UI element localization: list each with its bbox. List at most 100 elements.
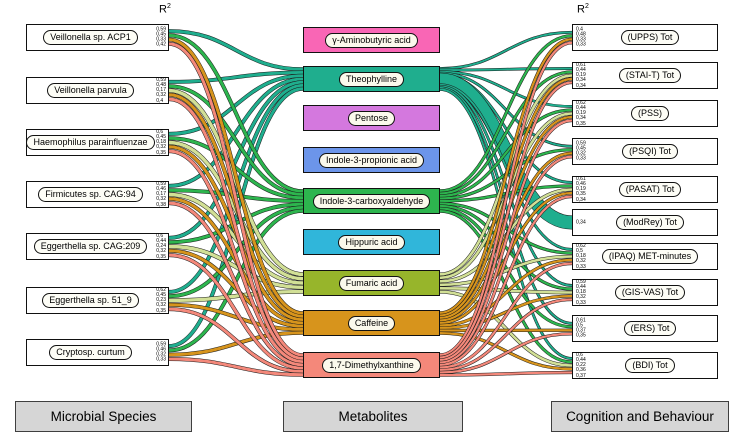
- species-label: Haemophilus parainfluenzae: [26, 135, 155, 150]
- ribbon: [168, 149, 304, 364]
- r2-value: 0,32: [156, 92, 166, 99]
- outcome-label: (STAI-T) Tot: [618, 68, 682, 83]
- metabolite-label: Indole-3-propionic acid: [318, 152, 425, 168]
- species-label: Firmicutes sp. CAG:94: [38, 187, 143, 202]
- ribbon: [439, 255, 573, 287]
- ribbon: [439, 290, 573, 367]
- ribbon: [439, 70, 573, 108]
- r2-value: 0,32: [576, 258, 586, 265]
- ribbon: [168, 136, 304, 200]
- r2-value: 0,34: [576, 77, 586, 84]
- r2-value: 0,19: [576, 71, 586, 78]
- ribbon: [439, 202, 573, 255]
- ribbon: [168, 331, 304, 357]
- r2-value: 0,4: [156, 97, 164, 104]
- r2-value: 0,18: [576, 252, 586, 259]
- ribbon: [439, 119, 573, 362]
- r2-value: 0,5: [576, 322, 583, 329]
- r2-value: 0,35: [156, 307, 166, 314]
- r2-value: 0,44: [156, 237, 166, 244]
- metabolite-box: Indole-3-carboxyaldehyde: [303, 188, 440, 214]
- r2-value: 0,45: [156, 133, 166, 140]
- r2-value: 0,19: [576, 109, 586, 116]
- r2-value: 0,37: [576, 372, 586, 379]
- ribbon: [439, 332, 573, 374]
- ribbon: [439, 155, 573, 364]
- ribbon: [168, 307, 304, 373]
- ribbon: [168, 80, 304, 240]
- ribbon: [439, 41, 573, 357]
- metabolite-box: Indole-3-propionic acid: [303, 147, 440, 173]
- species-label: Cryptosp. curtum: [49, 345, 132, 360]
- r2-value: 0,35: [156, 149, 166, 156]
- r2-value: 0,59: [156, 180, 166, 187]
- r2-value: 0,32: [156, 351, 166, 358]
- r2-value: 0,44: [576, 356, 586, 363]
- metabolite-label: Indole-3-carboxyaldehyde: [312, 193, 431, 209]
- r2-value: 0,62: [156, 286, 166, 293]
- r2-value: 0,33: [156, 36, 166, 43]
- r2-value: 0,32: [156, 196, 166, 203]
- r2-value: 0,17: [156, 86, 166, 93]
- ribbon: [168, 244, 304, 289]
- metabolite-label: Fumaric acid: [338, 275, 405, 291]
- metabolite-label: 1,7-Dimethylxanthine: [322, 357, 421, 373]
- r2-value: 0,35: [156, 253, 166, 260]
- r2-value: 0,34: [576, 115, 586, 122]
- r2-value: 0,22: [576, 361, 586, 368]
- ribbon: [439, 371, 573, 377]
- r2-value: 0,32: [156, 302, 166, 309]
- outcome-label: (ERS) Tot: [623, 321, 677, 336]
- outcome-label: (PSQI) Tot: [622, 144, 678, 159]
- ribbon: [168, 97, 304, 360]
- ribbon: [439, 298, 573, 372]
- species-label: Eggerthella sp. 51_9: [42, 293, 139, 308]
- r2-value: 0,42: [156, 41, 166, 48]
- r2-value: 0,5: [576, 247, 583, 254]
- outcome-label: (IPAQ) MET-minutes: [601, 249, 699, 264]
- metabolite-box: Hippuric acid: [303, 229, 440, 255]
- r2-value: 0,23: [156, 296, 166, 303]
- r2-value: 0,48: [576, 31, 586, 38]
- ribbon: [168, 84, 304, 196]
- r2-value: 0,33: [576, 155, 586, 162]
- ribbon: [168, 192, 304, 285]
- right-r2-header: R2: [577, 3, 589, 16]
- r2-value: 0,59: [156, 76, 166, 83]
- ribbon: [439, 70, 573, 195]
- r2-value: 0,35: [576, 120, 586, 127]
- r2-values: 0,34: [576, 219, 586, 225]
- r2-value: 0,46: [156, 185, 166, 192]
- r2-value: 0,24: [156, 242, 166, 249]
- r2-value: 0,18: [156, 138, 166, 145]
- ribbon: [168, 29, 304, 71]
- ribbon: [439, 83, 573, 251]
- r2-value: 0,48: [156, 81, 166, 88]
- ribbon: [439, 209, 573, 364]
- ribbon: [168, 38, 304, 315]
- r2-value: 0,33: [576, 36, 586, 43]
- metabolite-box: Fumaric acid: [303, 270, 440, 296]
- r2-value: 0,45: [156, 31, 166, 38]
- ribbon: [168, 87, 304, 348]
- ribbon: [439, 108, 573, 198]
- r2-value: 0,33: [576, 299, 586, 306]
- footer-metabolites: Metabolites: [283, 401, 463, 432]
- r2-value: 0,18: [576, 288, 586, 295]
- ribbon: [168, 42, 304, 357]
- r2-value: 0,33: [576, 263, 586, 270]
- ribbon: [168, 71, 304, 84]
- r2-value: 0,59: [576, 278, 586, 285]
